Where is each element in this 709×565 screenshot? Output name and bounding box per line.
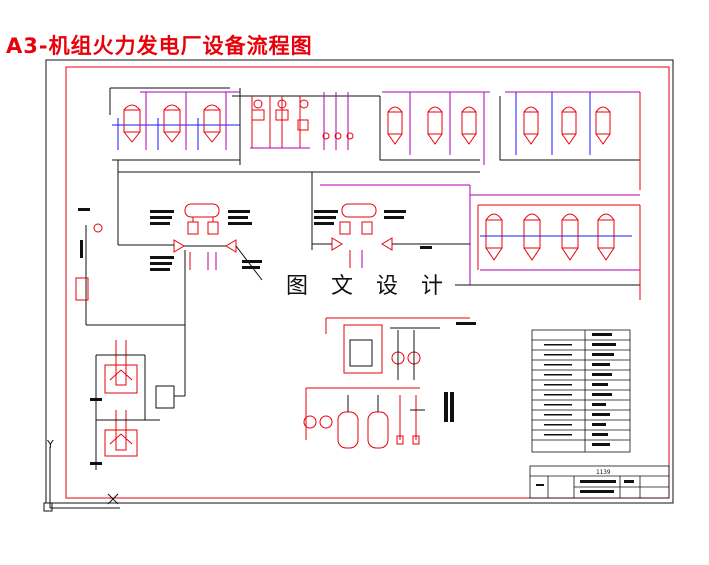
outer-border <box>45 59 674 504</box>
right-heater-group <box>450 204 641 300</box>
top-right-heater-group <box>499 91 641 190</box>
axis-x-label: X <box>120 502 121 504</box>
legend-table <box>531 329 631 453</box>
legend-symbols <box>544 333 616 446</box>
title-block-number: 1139 <box>596 469 611 476</box>
top-middle-pump-group <box>232 88 380 165</box>
title-block-fills <box>536 480 634 493</box>
mid-headers <box>117 160 640 285</box>
top-left-heater-group <box>109 87 240 161</box>
left-feedwater-station <box>118 203 263 281</box>
boiler-section <box>75 223 186 470</box>
watermark-text: 图 文 设 计 <box>282 268 455 300</box>
drawing-headline: A3-机组火力发电厂设备流程图 <box>6 34 313 58</box>
center-feedwater-station <box>312 203 470 270</box>
axis-y-label: Y <box>46 438 54 451</box>
label-blocks <box>78 208 476 465</box>
title-block <box>529 465 670 499</box>
top-center-heater-group <box>379 91 490 165</box>
ucs-axes <box>43 447 120 512</box>
water-treatment-section <box>303 317 470 449</box>
inner-frame <box>65 66 670 499</box>
